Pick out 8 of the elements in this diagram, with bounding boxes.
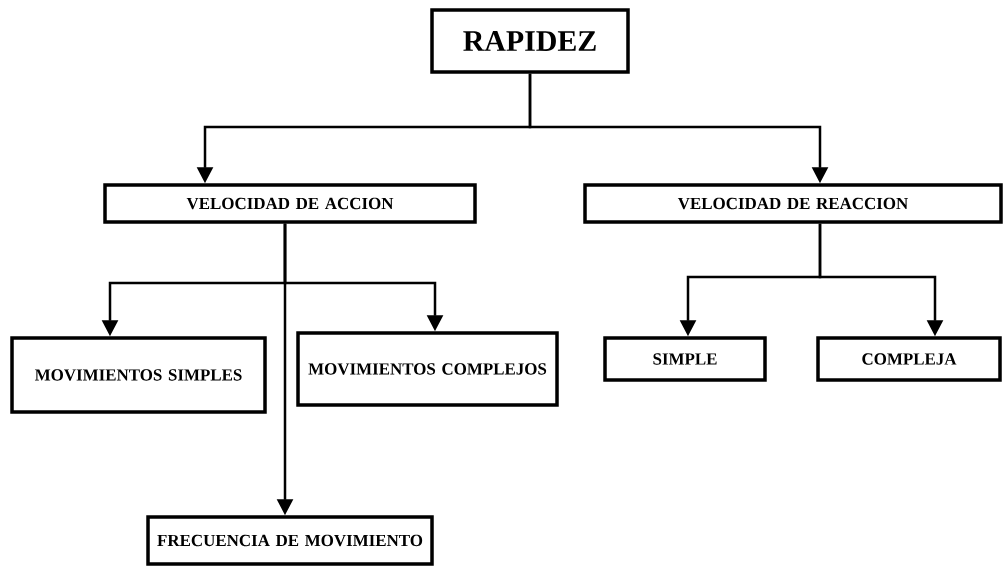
- concept-box: VELOCIDAD DE ACCION: [103, 183, 477, 224]
- concept-box: VELOCIDAD DE REACCION: [583, 183, 1003, 224]
- concept-box: COMPLEJA: [816, 336, 1002, 382]
- concept-box: SIMPLE: [603, 336, 767, 382]
- concept-box: MOVIMIENTOS SIMPLES: [10, 336, 267, 414]
- concept-box: FRECUENCIA DE MOVIMIENTO: [146, 515, 434, 566]
- concept-box: MOVIMIENTOS COMPLEJOS: [296, 331, 559, 407]
- concept-box: RAPIDEZ: [430, 8, 630, 74]
